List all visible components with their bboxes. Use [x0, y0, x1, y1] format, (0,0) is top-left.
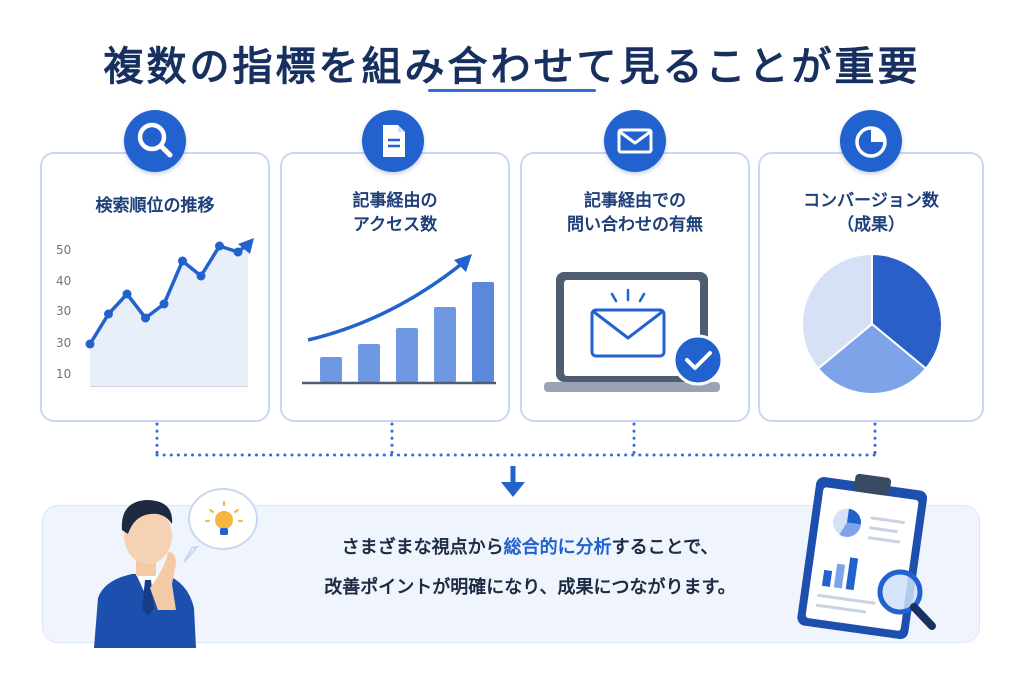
laptop-mail-illustration: [544, 272, 724, 392]
growth-trend-arrow: [307, 260, 466, 342]
card-title: コンバージョン数 （成果）: [760, 189, 982, 237]
message-text: さまざまな視点から: [341, 537, 504, 558]
y-tick-label: 30: [56, 336, 71, 350]
document-icon-badge: [362, 110, 424, 172]
mail-icon-badge: [604, 110, 666, 172]
down-arrow-icon: [501, 466, 525, 497]
message-highlight: 総合的に分析: [503, 537, 612, 558]
thought-bubble: [188, 488, 258, 550]
card-title-line: コンバージョン数: [803, 191, 939, 211]
card-title: 検索順位の推移: [42, 194, 268, 218]
pie-slice: [871, 252, 943, 371]
rank-line-chart: 50 40 30 30 10: [56, 238, 254, 387]
card-title-line: アクセス数: [352, 215, 438, 235]
card-title: 記事経由の アクセス数: [282, 189, 508, 237]
access-bar: [434, 307, 456, 382]
rank-point: [178, 256, 187, 266]
card-inquiries: 記事経由での 問い合わせの有無: [520, 152, 750, 422]
card-title-line: 問い合わせの有無: [567, 215, 703, 235]
access-bar: [396, 328, 418, 382]
rank-arrow-head: [238, 238, 254, 254]
card-title-line: 検索順位の推移: [95, 196, 215, 216]
rank-point: [104, 309, 113, 319]
access-bar: [472, 282, 494, 382]
access-bar-chart: [302, 254, 496, 385]
pie-chart-icon-badge: [840, 110, 902, 172]
card-title: 記事経由での 問い合わせの有無: [522, 189, 748, 237]
lightbulb-icon: [205, 501, 243, 535]
y-tick-label: 40: [56, 274, 71, 288]
message-text: することで、: [611, 537, 719, 558]
search-icon: [137, 122, 173, 158]
check-icon: [672, 334, 724, 386]
pie-slice: [816, 322, 928, 395]
card-title-line: （成果）: [837, 215, 905, 235]
message-line-1: さまざまな視点から総合的に分析することで、: [270, 528, 790, 568]
message-line-2: 改善ポイントが明確になり、成果につながります。: [324, 577, 736, 598]
search-icon-badge: [124, 110, 186, 172]
magnifier-icon: [877, 569, 936, 630]
rank-point: [122, 289, 132, 299]
pie-slice: [801, 252, 873, 371]
rank-point: [141, 313, 150, 323]
mail-icon: [617, 128, 653, 154]
rank-area: [90, 243, 248, 386]
clipboard-report-illustration: [797, 473, 936, 640]
conversion-pie-chart: [801, 252, 943, 395]
rank-point: [159, 299, 169, 309]
pie-chart-icon: [855, 126, 887, 158]
card-search-rank: 検索順位の推移 50 40 30 30 10: [40, 152, 270, 422]
card-article-access: 記事経由の アクセス数: [280, 152, 510, 422]
rank-point: [85, 339, 95, 349]
access-bar: [358, 344, 380, 382]
y-tick-label: 50: [56, 243, 71, 257]
rank-point: [196, 271, 206, 281]
thought-bubble-tail: [183, 546, 200, 563]
access-bar: [320, 357, 342, 382]
page-title: 複数の指標を組み合わせて見ることが重要: [103, 44, 921, 90]
title-underline: [428, 89, 596, 92]
rank-point: [233, 247, 243, 257]
card-title-line: 記事経由の: [352, 191, 438, 211]
rank-point: [215, 241, 224, 251]
card-conversions: コンバージョン数 （成果）: [758, 152, 984, 422]
y-tick-label: 10: [56, 367, 71, 381]
thinking-person-illustration: [94, 500, 196, 648]
growth-arrow-head: [454, 254, 472, 272]
card-title-line: 記事経由での: [584, 191, 686, 211]
document-icon: [383, 125, 405, 157]
summary-message: さまざまな視点から総合的に分析することで、 改善ポイントが明確になり、成果につな…: [270, 528, 790, 608]
y-tick-label: 30: [56, 304, 71, 318]
